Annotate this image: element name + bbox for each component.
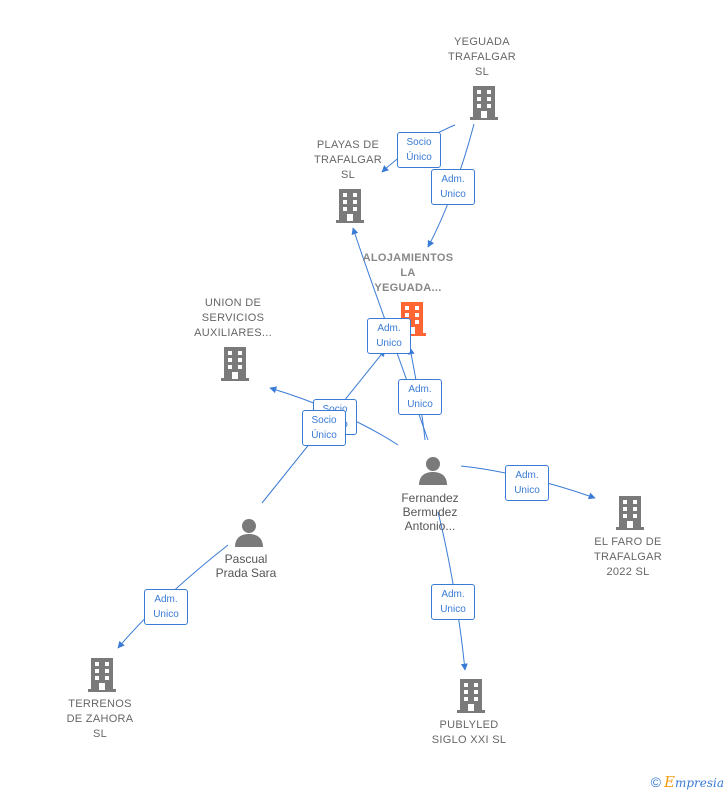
edge-label-fernandez-publyled: Adm.Unico <box>431 584 475 620</box>
person-icon <box>418 455 448 490</box>
edge-label-fernandez-playas: Adm.Unico <box>367 318 411 354</box>
building-icon <box>88 658 116 697</box>
copyright-icon: © <box>650 774 661 790</box>
building-icon <box>221 347 249 386</box>
person-icon <box>234 517 264 552</box>
edge-label-pascual-terrenos: Adm.Unico <box>144 589 188 625</box>
edge-label-fernandez-el-faro: Adm.Unico <box>505 465 549 501</box>
edge-label-fernandez-alojamientos: Adm.Unico <box>398 379 442 415</box>
building-icon <box>336 189 364 228</box>
empresia-watermark: ©Empresia <box>651 773 724 791</box>
building-icon <box>616 496 644 535</box>
brand-logo: Empresia <box>663 773 724 791</box>
building-icon <box>470 86 498 125</box>
building-icon <box>457 679 485 718</box>
edge-label-yeguada-alojamientos: Adm.Unico <box>431 169 475 205</box>
